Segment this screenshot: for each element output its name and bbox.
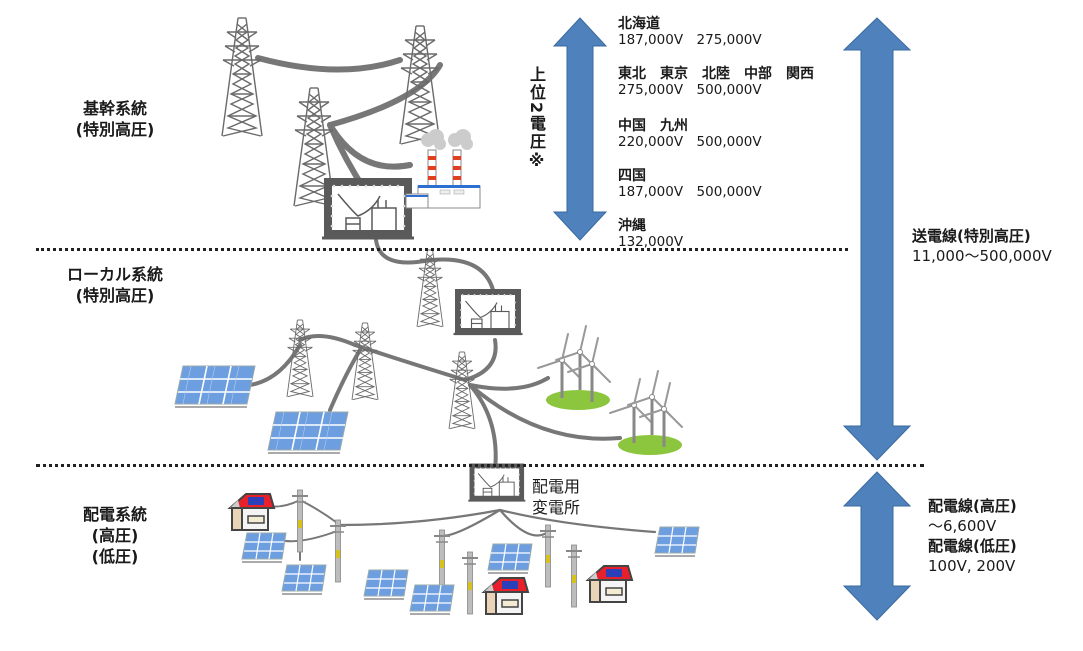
- wire: [248, 343, 302, 387]
- transmission-range: 11,000〜500,000V: [912, 247, 1052, 265]
- utility-pole-icon: [291, 489, 309, 553]
- substation-label-line: 変電所: [532, 498, 581, 517]
- transmission-tower-icon: [448, 351, 476, 430]
- wire: [468, 376, 550, 391]
- utility-pole-icon: [565, 544, 583, 608]
- region-entry: 北海道 187,000V 275,000V: [618, 16, 858, 66]
- wire: [498, 508, 550, 537]
- solar-panel-icon: [281, 564, 327, 595]
- distribution-substation-icon: [468, 466, 525, 501]
- tier-label-local: ローカル系統 (特別高圧): [60, 264, 170, 306]
- utility-pole-icon: [329, 519, 347, 583]
- region-voltages: 275,000V 500,000V: [618, 82, 762, 98]
- wire: [498, 508, 657, 534]
- tier-label-distribution: 配電系統 (高圧) (低圧): [60, 504, 170, 567]
- solar-panel-icon: [363, 569, 409, 600]
- high-voltage-range: 〜6,600V: [928, 517, 997, 535]
- region-name: 四国: [618, 168, 646, 184]
- tier-sub: (高圧): [91, 526, 139, 545]
- double-arrow-icon: [842, 17, 912, 461]
- distribution-line-label: 配電線(高圧) 〜6,600V 配電線(低圧) 100V, 200V: [928, 496, 1017, 576]
- region-name: 東北 東京 北陸 中部 関西: [618, 66, 814, 82]
- region-entry: 中国 九州 220,000V 500,000V: [618, 118, 858, 168]
- wire: [255, 55, 403, 73]
- tier-divider: [36, 464, 924, 467]
- transmission-tower-icon: [221, 17, 263, 137]
- tier-name: 配電系統: [82, 505, 147, 524]
- region-entry: 四国 187,000V 500,000V: [618, 168, 858, 218]
- solar-panel-icon: [174, 365, 256, 408]
- utility-pole-icon: [461, 551, 479, 615]
- region-voltages: 187,000V 275,000V: [618, 32, 762, 48]
- tier-sub: (特別高圧): [75, 120, 155, 139]
- house-icon: [483, 577, 529, 615]
- tier-sub: (特別高圧): [75, 286, 155, 305]
- region-name: 中国 九州: [618, 118, 688, 134]
- region-entry: 東北 東京 北陸 中部 関西 275,000V 500,000V: [618, 66, 858, 118]
- wire: [468, 383, 622, 441]
- tier-name: ローカル系統: [66, 265, 163, 284]
- wire: [463, 338, 498, 382]
- substation-icon: [454, 292, 523, 334]
- wire: [299, 499, 341, 526]
- distribution-substation-label: 配電用 変電所: [532, 476, 580, 518]
- house-icon: [587, 565, 633, 603]
- wire: [298, 334, 357, 347]
- utility-pole-icon: [433, 529, 451, 593]
- region-name: 沖縄: [618, 218, 646, 234]
- house-icon: [229, 493, 275, 531]
- solar-panel-icon: [409, 584, 455, 615]
- top-two-voltage-label: 上位2電圧※: [527, 66, 546, 173]
- transmission-tower-icon: [351, 322, 379, 401]
- power-plant-icon: [405, 128, 481, 209]
- low-voltage-title: 配電線(低圧): [928, 537, 1017, 555]
- tier-label-trunk: 基幹系統 (特別高圧): [60, 98, 170, 140]
- wind-turbine-icon: [538, 326, 610, 410]
- wire: [338, 508, 502, 527]
- region-name: 北海道: [618, 16, 660, 32]
- regional-voltage-list: 北海道 187,000V 275,000V 東北 東京 北陸 中部 関西 275…: [618, 16, 858, 250]
- low-voltage-range: 100V, 200V: [928, 557, 1016, 575]
- transmission-line-label: 送電線(特別高圧) 11,000〜500,000V: [912, 226, 1052, 266]
- solar-panel-icon: [241, 532, 287, 563]
- wire: [438, 508, 502, 537]
- wire: [279, 529, 341, 543]
- double-arrow-icon: [842, 471, 912, 621]
- region-entry: 沖縄 132,000V: [618, 218, 858, 250]
- substation-icon: [322, 182, 414, 238]
- wire: [328, 348, 362, 412]
- tier-sub: (低圧): [91, 547, 139, 566]
- wire: [374, 238, 432, 265]
- wire: [468, 383, 498, 472]
- region-voltages: 132,000V: [618, 234, 684, 250]
- tier-divider: [36, 248, 848, 251]
- substation-label-line: 配電用: [532, 477, 581, 496]
- region-voltages: 220,000V 500,000V: [618, 134, 762, 150]
- solar-panel-icon: [487, 543, 533, 574]
- solar-panel-icon: [267, 411, 349, 454]
- region-voltages: 187,000V 500,000V: [618, 184, 762, 200]
- transmission-title: 送電線(特別高圧): [912, 227, 1031, 245]
- wire: [327, 62, 443, 128]
- tier-name: 基幹系統: [82, 99, 147, 118]
- solar-panel-icon: [654, 526, 700, 557]
- double-arrow-icon: [552, 17, 608, 241]
- wire: [353, 343, 467, 382]
- wind-turbine-icon: [610, 371, 682, 455]
- high-voltage-title: 配電線(高圧): [928, 497, 1017, 515]
